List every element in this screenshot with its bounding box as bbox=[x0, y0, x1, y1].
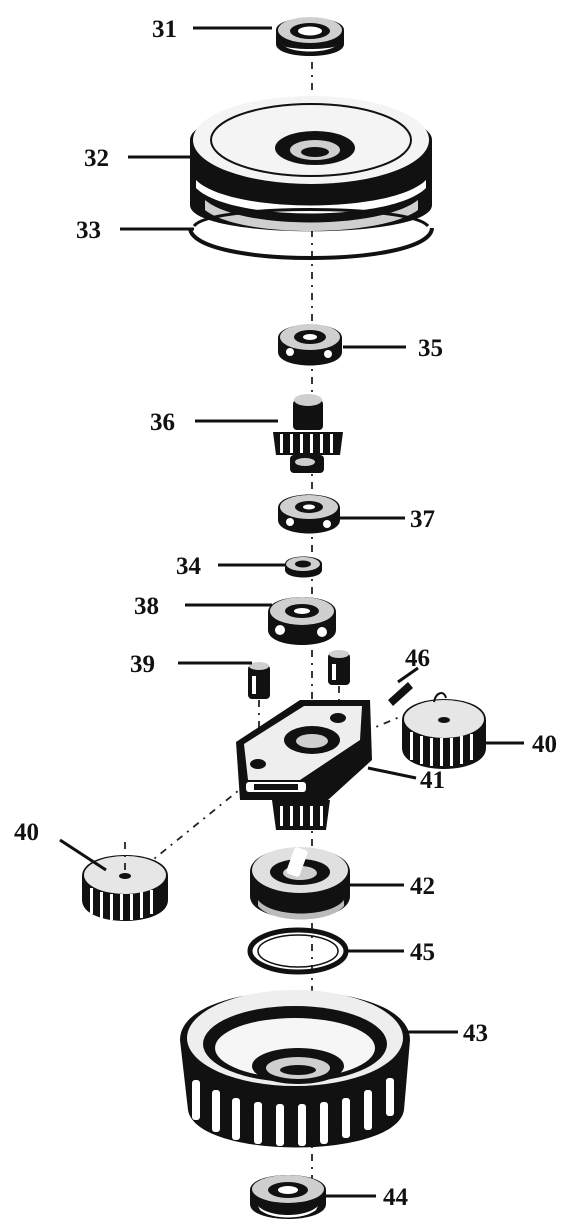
part-36-pinion-gear bbox=[273, 394, 343, 473]
label-40-left: 40 bbox=[14, 819, 39, 846]
label-44: 44 bbox=[383, 1184, 409, 1211]
part-34-washer bbox=[285, 556, 322, 578]
part-41-gear-case bbox=[236, 700, 372, 830]
part-40-gear-right bbox=[402, 699, 486, 769]
label-41: 41 bbox=[420, 767, 445, 794]
part-33-o-ring bbox=[188, 208, 434, 260]
part-45-o-ring bbox=[247, 927, 349, 975]
part-32-pulley bbox=[190, 96, 432, 232]
label-34: 34 bbox=[176, 553, 202, 580]
part-37-bearing bbox=[278, 494, 340, 534]
label-33: 33 bbox=[76, 217, 101, 244]
label-43: 43 bbox=[463, 1020, 488, 1047]
label-39: 39 bbox=[130, 651, 155, 678]
part-39-pins bbox=[248, 650, 350, 760]
part-43-housing bbox=[180, 990, 410, 1148]
label-38: 38 bbox=[134, 593, 159, 620]
label-40-right: 40 bbox=[532, 731, 557, 758]
part-44-oil-seal bbox=[250, 1175, 326, 1219]
part-35-bearing bbox=[278, 324, 342, 366]
label-37: 37 bbox=[410, 506, 435, 533]
label-31: 31 bbox=[152, 16, 177, 43]
label-35: 35 bbox=[418, 335, 443, 362]
part-40-gear-left bbox=[82, 842, 168, 921]
label-36: 36 bbox=[150, 409, 175, 436]
label-32: 32 bbox=[84, 145, 109, 172]
part-46-spring-pin bbox=[388, 682, 447, 706]
part-31-oil-seal bbox=[276, 17, 344, 56]
label-45: 45 bbox=[410, 939, 435, 966]
part-42-hub bbox=[250, 847, 350, 920]
part-38-bearing bbox=[268, 597, 336, 645]
label-46: 46 bbox=[405, 645, 430, 672]
leader-lines bbox=[59, 26, 524, 1198]
label-42: 42 bbox=[410, 873, 435, 900]
